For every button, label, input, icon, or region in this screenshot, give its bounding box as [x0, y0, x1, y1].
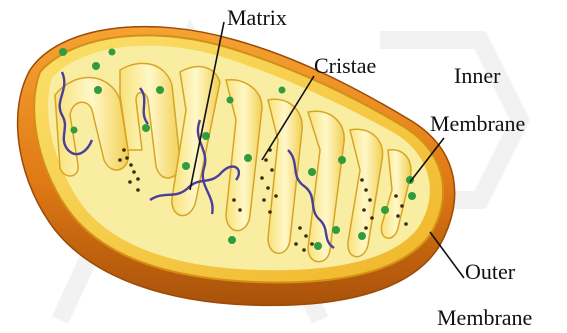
label-cristae: Cristae: [314, 54, 376, 78]
label-matrix: Matrix: [227, 6, 287, 30]
label-outer-membrane-line1: Outer: [465, 260, 515, 284]
label-inner-membrane-line2: Membrane: [430, 112, 525, 136]
outer-membrane-leader-line: [430, 232, 464, 278]
label-outer-membrane-line2: Membrane: [437, 306, 532, 330]
label-inner-membrane-line1: Inner: [454, 64, 500, 88]
